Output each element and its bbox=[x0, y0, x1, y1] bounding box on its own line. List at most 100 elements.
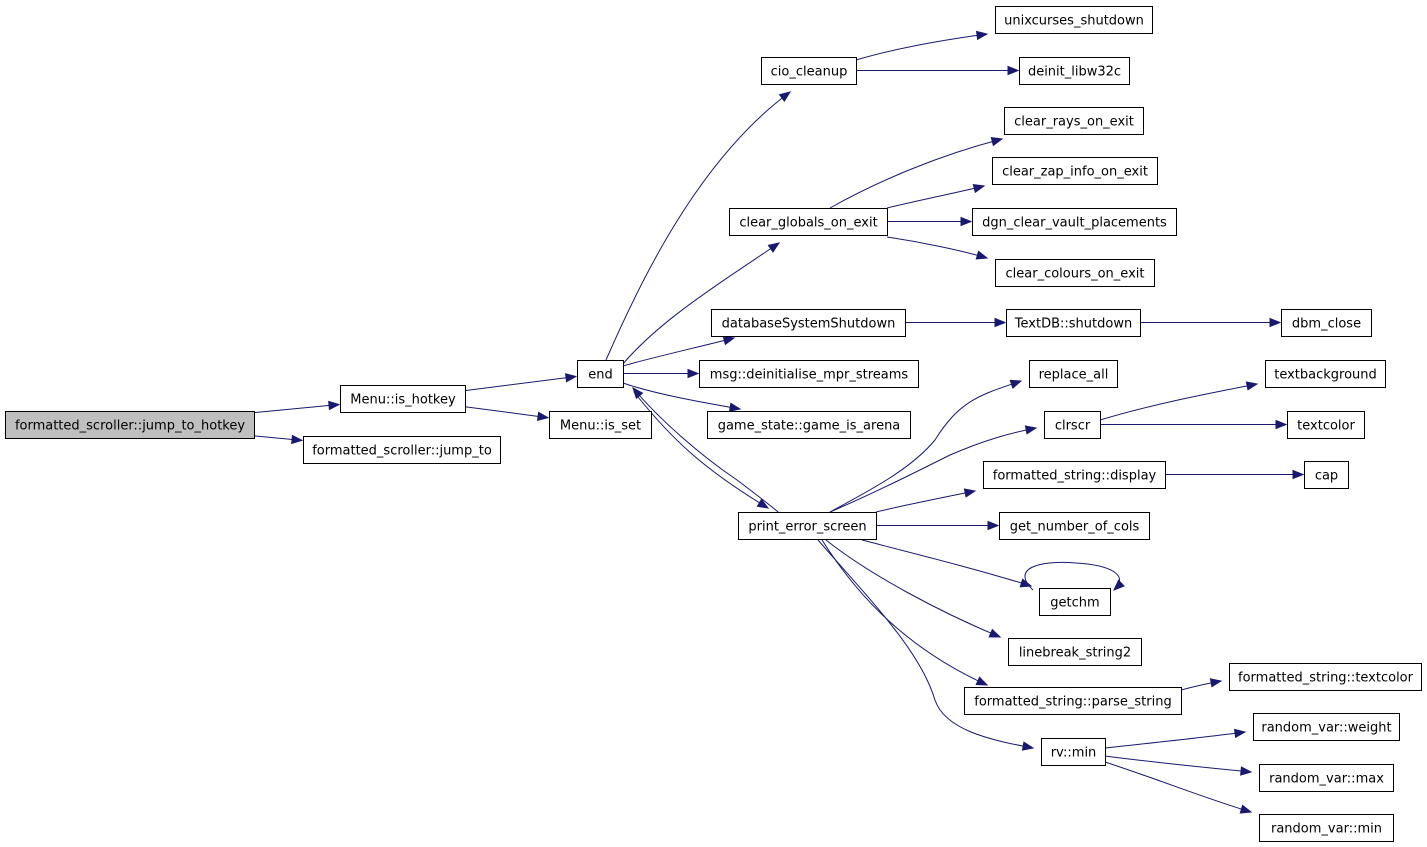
arrowhead bbox=[1209, 678, 1223, 688]
node-label: textcolor bbox=[1297, 419, 1355, 434]
node-label: clear_colours_on_exit bbox=[1006, 267, 1145, 282]
edge-line bbox=[464, 406, 549, 419]
node-label: rv::min bbox=[1051, 746, 1097, 761]
edge-is_hotkey-to-is_set bbox=[464, 406, 550, 422]
node-is-set[interactable]: Menu::is_set bbox=[549, 411, 652, 439]
edge-print_error-to-replace_all bbox=[829, 379, 1023, 513]
node-textdb-shutdown[interactable]: TextDB::shutdown bbox=[1006, 309, 1141, 337]
edge-line bbox=[829, 380, 1022, 513]
edge-clear_globals-to-dgn_clear bbox=[887, 216, 973, 227]
edge-end-to-msg_deinit bbox=[623, 368, 700, 379]
arrowhead bbox=[687, 368, 700, 379]
edge-print_error-to-get_cols bbox=[876, 520, 1000, 531]
node-label: databaseSystemShutdown bbox=[722, 317, 896, 332]
node-box bbox=[340, 385, 466, 413]
node-box bbox=[1039, 588, 1111, 616]
edge-line bbox=[886, 236, 988, 259]
node-label: random_var::max bbox=[1269, 772, 1384, 787]
node-label: msg::deinitialise_mpr_streams bbox=[710, 368, 909, 383]
edge-clrscr-to-textcolor bbox=[1100, 419, 1288, 430]
arrowhead bbox=[1024, 425, 1038, 435]
node-fs-display[interactable]: formatted_string::display bbox=[983, 461, 1166, 489]
node-box bbox=[983, 461, 1166, 489]
node-cap[interactable]: cap bbox=[1304, 461, 1349, 489]
node-box bbox=[1029, 360, 1118, 388]
edge-end-to-print_error bbox=[633, 391, 770, 509]
node-box bbox=[729, 208, 888, 236]
node-dbshutdown[interactable]: databaseSystemShutdown bbox=[711, 309, 906, 337]
node-dgn-clear[interactable]: dgn_clear_vault_placements bbox=[972, 208, 1177, 236]
arrowhead bbox=[1240, 766, 1253, 776]
node-clrscr[interactable]: clrscr bbox=[1044, 411, 1101, 439]
edge-line bbox=[861, 539, 1032, 587]
edge-cio_cleanup-to-deinit_libw32c bbox=[856, 65, 1020, 76]
arrowhead bbox=[1275, 419, 1288, 430]
node-linebreak[interactable]: linebreak_string2 bbox=[1008, 638, 1142, 666]
node-textcolor[interactable]: textcolor bbox=[1287, 411, 1365, 439]
edge-clear_globals-to-clear_rays bbox=[829, 137, 1004, 209]
edge-line bbox=[855, 33, 988, 61]
node-jump-to[interactable]: formatted_scroller::jump_to bbox=[303, 436, 501, 464]
node-dbm-close[interactable]: dbm_close bbox=[1281, 309, 1372, 337]
node-label: TextDB::shutdown bbox=[1014, 317, 1132, 332]
node-cio-cleanup[interactable]: cio_cleanup bbox=[761, 57, 857, 85]
edge-rv_min-to-rv_weight bbox=[1104, 728, 1247, 749]
node-box bbox=[738, 512, 877, 540]
node-textbackground[interactable]: textbackground bbox=[1265, 360, 1386, 388]
node-fs-textcolor[interactable]: formatted_string::textcolor bbox=[1229, 663, 1422, 691]
edge-end-to-cio_cleanup bbox=[605, 91, 792, 361]
arrowhead bbox=[1007, 65, 1020, 76]
node-game-is-arena[interactable]: game_state::game_is_arena bbox=[707, 411, 911, 439]
edge-cio_cleanup-to-unixcurses bbox=[855, 30, 989, 61]
node-replace-all[interactable]: replace_all bbox=[1029, 360, 1118, 388]
node-clear-globals[interactable]: clear_globals_on_exit bbox=[729, 208, 888, 236]
arrowhead bbox=[328, 400, 341, 411]
node-label: formatted_scroller::jump_to bbox=[312, 444, 492, 459]
node-label: random_var::weight bbox=[1261, 721, 1391, 736]
edge-end-to-dbshutdown bbox=[622, 336, 736, 367]
edge-line bbox=[886, 185, 985, 209]
node-box bbox=[5, 411, 255, 439]
edge-rv_min-to-rv_max bbox=[1104, 755, 1253, 776]
node-get-cols[interactable]: get_number_of_cols bbox=[999, 512, 1150, 540]
arrowhead bbox=[564, 373, 578, 383]
node-print-error[interactable]: print_error_screen bbox=[738, 512, 877, 540]
node-rv-min[interactable]: rv::min bbox=[1041, 738, 1106, 766]
node-is-hotkey[interactable]: Menu::is_hotkey bbox=[340, 385, 466, 413]
node-getchm[interactable]: getchm bbox=[1039, 588, 1111, 616]
arrowhead bbox=[960, 216, 973, 227]
node-box bbox=[577, 360, 624, 388]
edge-is_hotkey-to-end bbox=[464, 373, 578, 392]
edge-end-to-clear_globals bbox=[621, 242, 781, 366]
node-rv-max[interactable]: random_var::max bbox=[1259, 764, 1394, 792]
node-label: Menu::is_hotkey bbox=[350, 393, 456, 408]
edge-print_error-to-clrscr bbox=[829, 425, 1038, 513]
arrowhead bbox=[778, 91, 792, 103]
edge-line bbox=[821, 539, 988, 686]
node-clear-rays[interactable]: clear_rays_on_exit bbox=[1004, 107, 1144, 135]
node-box bbox=[1304, 461, 1349, 489]
node-deinit-libw32c[interactable]: deinit_libw32c bbox=[1019, 57, 1130, 85]
node-clear-zap[interactable]: clear_zap_info_on_exit bbox=[992, 157, 1158, 185]
arrowhead bbox=[1009, 379, 1023, 389]
edge-jump_to_hotkey-to-jump_to bbox=[253, 434, 304, 445]
node-jump-to-hotkey[interactable]: formatted_scroller::jump_to_hotkey bbox=[5, 411, 255, 439]
node-box bbox=[1281, 309, 1372, 337]
node-box bbox=[1019, 57, 1130, 85]
node-rv-min2[interactable]: random_var::min bbox=[1259, 814, 1394, 842]
node-label: random_var::min bbox=[1271, 822, 1382, 837]
node-box bbox=[964, 687, 1182, 715]
node-box bbox=[1004, 107, 1144, 135]
node-parse-string[interactable]: formatted_string::parse_string bbox=[964, 687, 1182, 715]
node-end[interactable]: end bbox=[577, 360, 624, 388]
node-box bbox=[1006, 309, 1141, 337]
node-box bbox=[1041, 738, 1106, 766]
node-unixcurses[interactable]: unixcurses_shutdown bbox=[995, 6, 1153, 34]
node-msg-deinit[interactable]: msg::deinitialise_mpr_streams bbox=[699, 360, 919, 388]
node-rv-weight[interactable]: random_var::weight bbox=[1253, 713, 1400, 741]
edge-jump_to_hotkey-to-is_hotkey bbox=[253, 400, 341, 414]
arrowhead bbox=[291, 434, 304, 445]
node-clear-colours[interactable]: clear_colours_on_exit bbox=[995, 259, 1155, 287]
nodes-layer: formatted_scroller::jump_to_hotkey Menu::… bbox=[5, 6, 1422, 842]
